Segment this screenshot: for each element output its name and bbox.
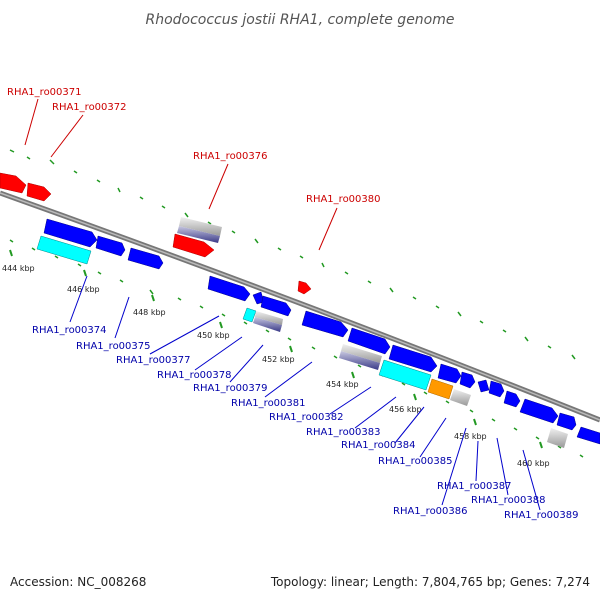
ruler-label: 454 kbp: [326, 380, 359, 389]
ruler-labels: 444 kbp 446 kbp 448 kbp 450 kbp 452 kbp …: [2, 264, 550, 468]
gene-arrow[interactable]: [556, 412, 577, 431]
gene-arrow[interactable]: [297, 280, 312, 295]
gene-arrow[interactable]: [477, 379, 490, 393]
feature-block[interactable]: [179, 217, 222, 236]
gene-arrow[interactable]: [207, 275, 251, 302]
ruler-label: 458 kbp: [454, 432, 487, 441]
ruler-label: 448 kbp: [133, 308, 166, 317]
gene-label[interactable]: RHA1_ro00378: [157, 370, 232, 381]
cyan-feature[interactable]: [378, 359, 432, 391]
gene-label[interactable]: RHA1_ro00389: [504, 510, 579, 521]
gene-label[interactable]: RHA1_ro00383: [306, 427, 381, 438]
gene-label[interactable]: RHA1_ro00377: [116, 355, 191, 366]
gene-arrow[interactable]: [172, 233, 215, 258]
gene-label[interactable]: RHA1_ro00371: [7, 87, 82, 98]
gene-label[interactable]: RHA1_ro00372: [52, 102, 127, 113]
gene-label[interactable]: RHA1_ro00385: [378, 456, 453, 467]
ruler-label: 450 kbp: [197, 331, 230, 340]
gene-label[interactable]: RHA1_ro00387: [437, 481, 512, 492]
gene-label[interactable]: RHA1_ro00386: [393, 506, 468, 517]
gene-arrow[interactable]: [519, 398, 559, 424]
accession-text: Accession: NC_008268: [10, 575, 146, 589]
annotated-features: [36, 235, 568, 448]
gene-arrow[interactable]: [127, 247, 164, 270]
cyan-feature[interactable]: [242, 307, 257, 323]
forward-genes: [0, 172, 312, 295]
top-guide-line: [9, 149, 576, 360]
ruler-label: 460 kbp: [517, 459, 550, 468]
gene-label[interactable]: RHA1_ro00381: [231, 398, 306, 409]
gene-arrow[interactable]: [388, 344, 438, 373]
gene-arrow[interactable]: [95, 235, 126, 257]
bottom-label-leaders: [69, 275, 541, 511]
reverse-genes: [43, 218, 600, 445]
gene-arrow[interactable]: [347, 327, 391, 355]
feature-block[interactable]: [341, 344, 382, 363]
feature-block[interactable]: [255, 311, 283, 325]
gene-label[interactable]: RHA1_ro00374: [32, 325, 107, 336]
feature-block[interactable]: [253, 317, 282, 332]
gene-arrow[interactable]: [26, 182, 52, 202]
feature-block[interactable]: [547, 428, 568, 448]
feature-block[interactable]: [177, 226, 220, 243]
gene-arrow[interactable]: [488, 380, 505, 398]
gene-label[interactable]: RHA1_ro00382: [269, 412, 344, 423]
ruler-label: 456 kbp: [389, 405, 422, 414]
gene-arrow[interactable]: [459, 371, 476, 389]
bottom-guide-line: [9, 239, 584, 458]
gene-arrow[interactable]: [260, 295, 292, 317]
ruler-label: 444 kbp: [2, 264, 35, 273]
gene-arrow[interactable]: [0, 172, 27, 194]
genome-summary: Topology: linear; Length: 7,804,765 bp; …: [270, 575, 590, 589]
gene-arrow[interactable]: [576, 426, 600, 445]
feature-block[interactable]: [450, 389, 471, 406]
gene-arrow[interactable]: [43, 218, 98, 248]
gene-arrow[interactable]: [503, 390, 521, 408]
gene-arrow[interactable]: [437, 363, 462, 384]
gene-label[interactable]: RHA1_ro00375: [76, 341, 151, 352]
genome-title: Rhodococcus jostii RHA1, complete genome: [145, 12, 454, 28]
chromosome-track: [0, 190, 600, 423]
ruler-label: 446 kbp: [67, 285, 100, 294]
bottom-labels: RHA1_ro00374 RHA1_ro00375 RHA1_ro00377 R…: [32, 325, 579, 521]
orange-feature[interactable]: [427, 378, 454, 400]
gene-arrow[interactable]: [301, 310, 349, 338]
top-label-leaders: [24, 98, 338, 251]
top-labels: RHA1_ro00371 RHA1_ro00372 RHA1_ro00376 R…: [7, 87, 381, 205]
gene-label[interactable]: RHA1_ro00388: [471, 495, 546, 506]
cyan-feature[interactable]: [36, 235, 92, 265]
gene-label[interactable]: RHA1_ro00384: [341, 440, 416, 451]
gene-label[interactable]: RHA1_ro00380: [306, 194, 381, 205]
ruler-tick-marks: [9, 249, 543, 449]
gene-label[interactable]: RHA1_ro00379: [193, 383, 268, 394]
feature-blocks: [177, 217, 222, 243]
gene-label[interactable]: RHA1_ro00376: [193, 151, 268, 162]
feature-block[interactable]: [339, 351, 380, 370]
ruler-label: 452 kbp: [262, 355, 295, 364]
